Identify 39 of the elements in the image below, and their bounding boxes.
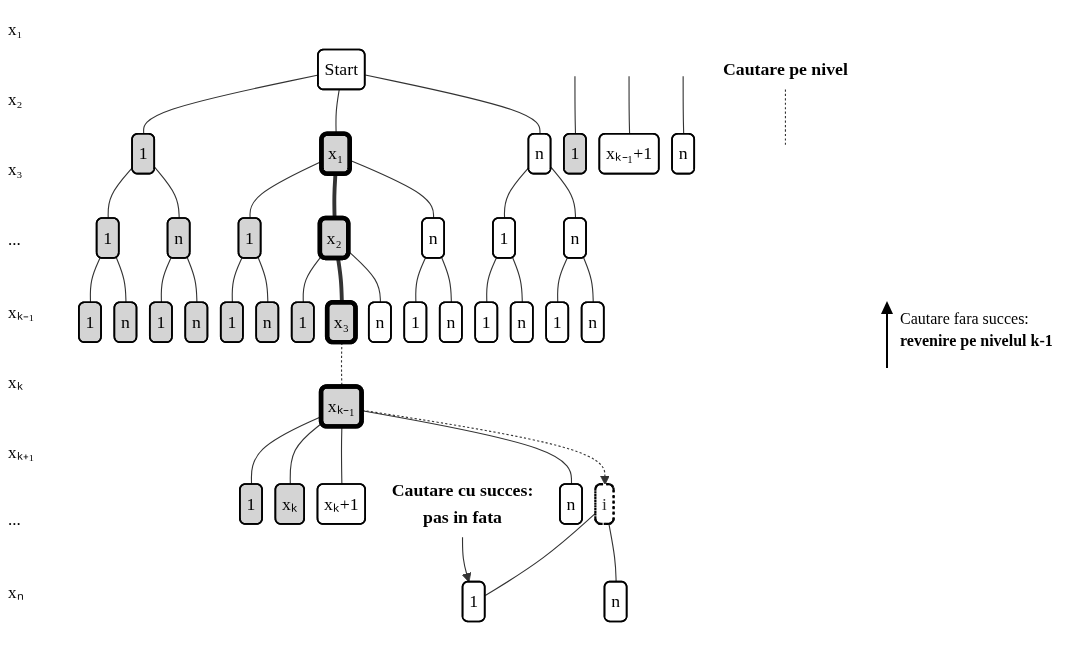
node-text: Cautare pe nivel [723, 59, 848, 79]
level-label: x₃ [8, 160, 23, 180]
connector [364, 74, 541, 135]
connector [441, 257, 452, 304]
level-label: xₖ [8, 372, 23, 393]
connector [628, 75, 631, 135]
connector [250, 415, 323, 486]
arrow [461, 536, 472, 583]
connector [348, 251, 381, 304]
connector [231, 257, 243, 304]
connector [512, 257, 523, 304]
level-label: x₂ [8, 90, 23, 110]
level-label: xₖ₋₁ [8, 302, 35, 323]
connector [89, 257, 101, 304]
connector [583, 257, 594, 304]
connector [682, 75, 685, 135]
connector [784, 88, 786, 148]
connector [608, 523, 617, 583]
note-text: Cautare fara succes: [900, 310, 1029, 328]
connector [289, 422, 323, 486]
connector [486, 257, 497, 304]
connector [302, 255, 323, 304]
connector [107, 166, 134, 220]
node-text: Cautare cu succes: pas in fata [391, 480, 534, 527]
connector [257, 257, 269, 304]
connector [115, 257, 127, 304]
level-label: ... [8, 230, 21, 250]
level-label: xₙ [8, 582, 24, 603]
connector [160, 257, 172, 304]
connector [186, 257, 198, 304]
connector [154, 166, 180, 220]
connector [574, 75, 577, 135]
level-label: xₖ₊₁ [8, 442, 35, 463]
note-text: revenire pe nivelul k-1 [900, 332, 1053, 350]
connector [557, 257, 568, 304]
connector [415, 257, 427, 304]
level-label: ... [8, 510, 21, 530]
level-label: x₁ [8, 20, 23, 40]
connector [550, 166, 577, 220]
